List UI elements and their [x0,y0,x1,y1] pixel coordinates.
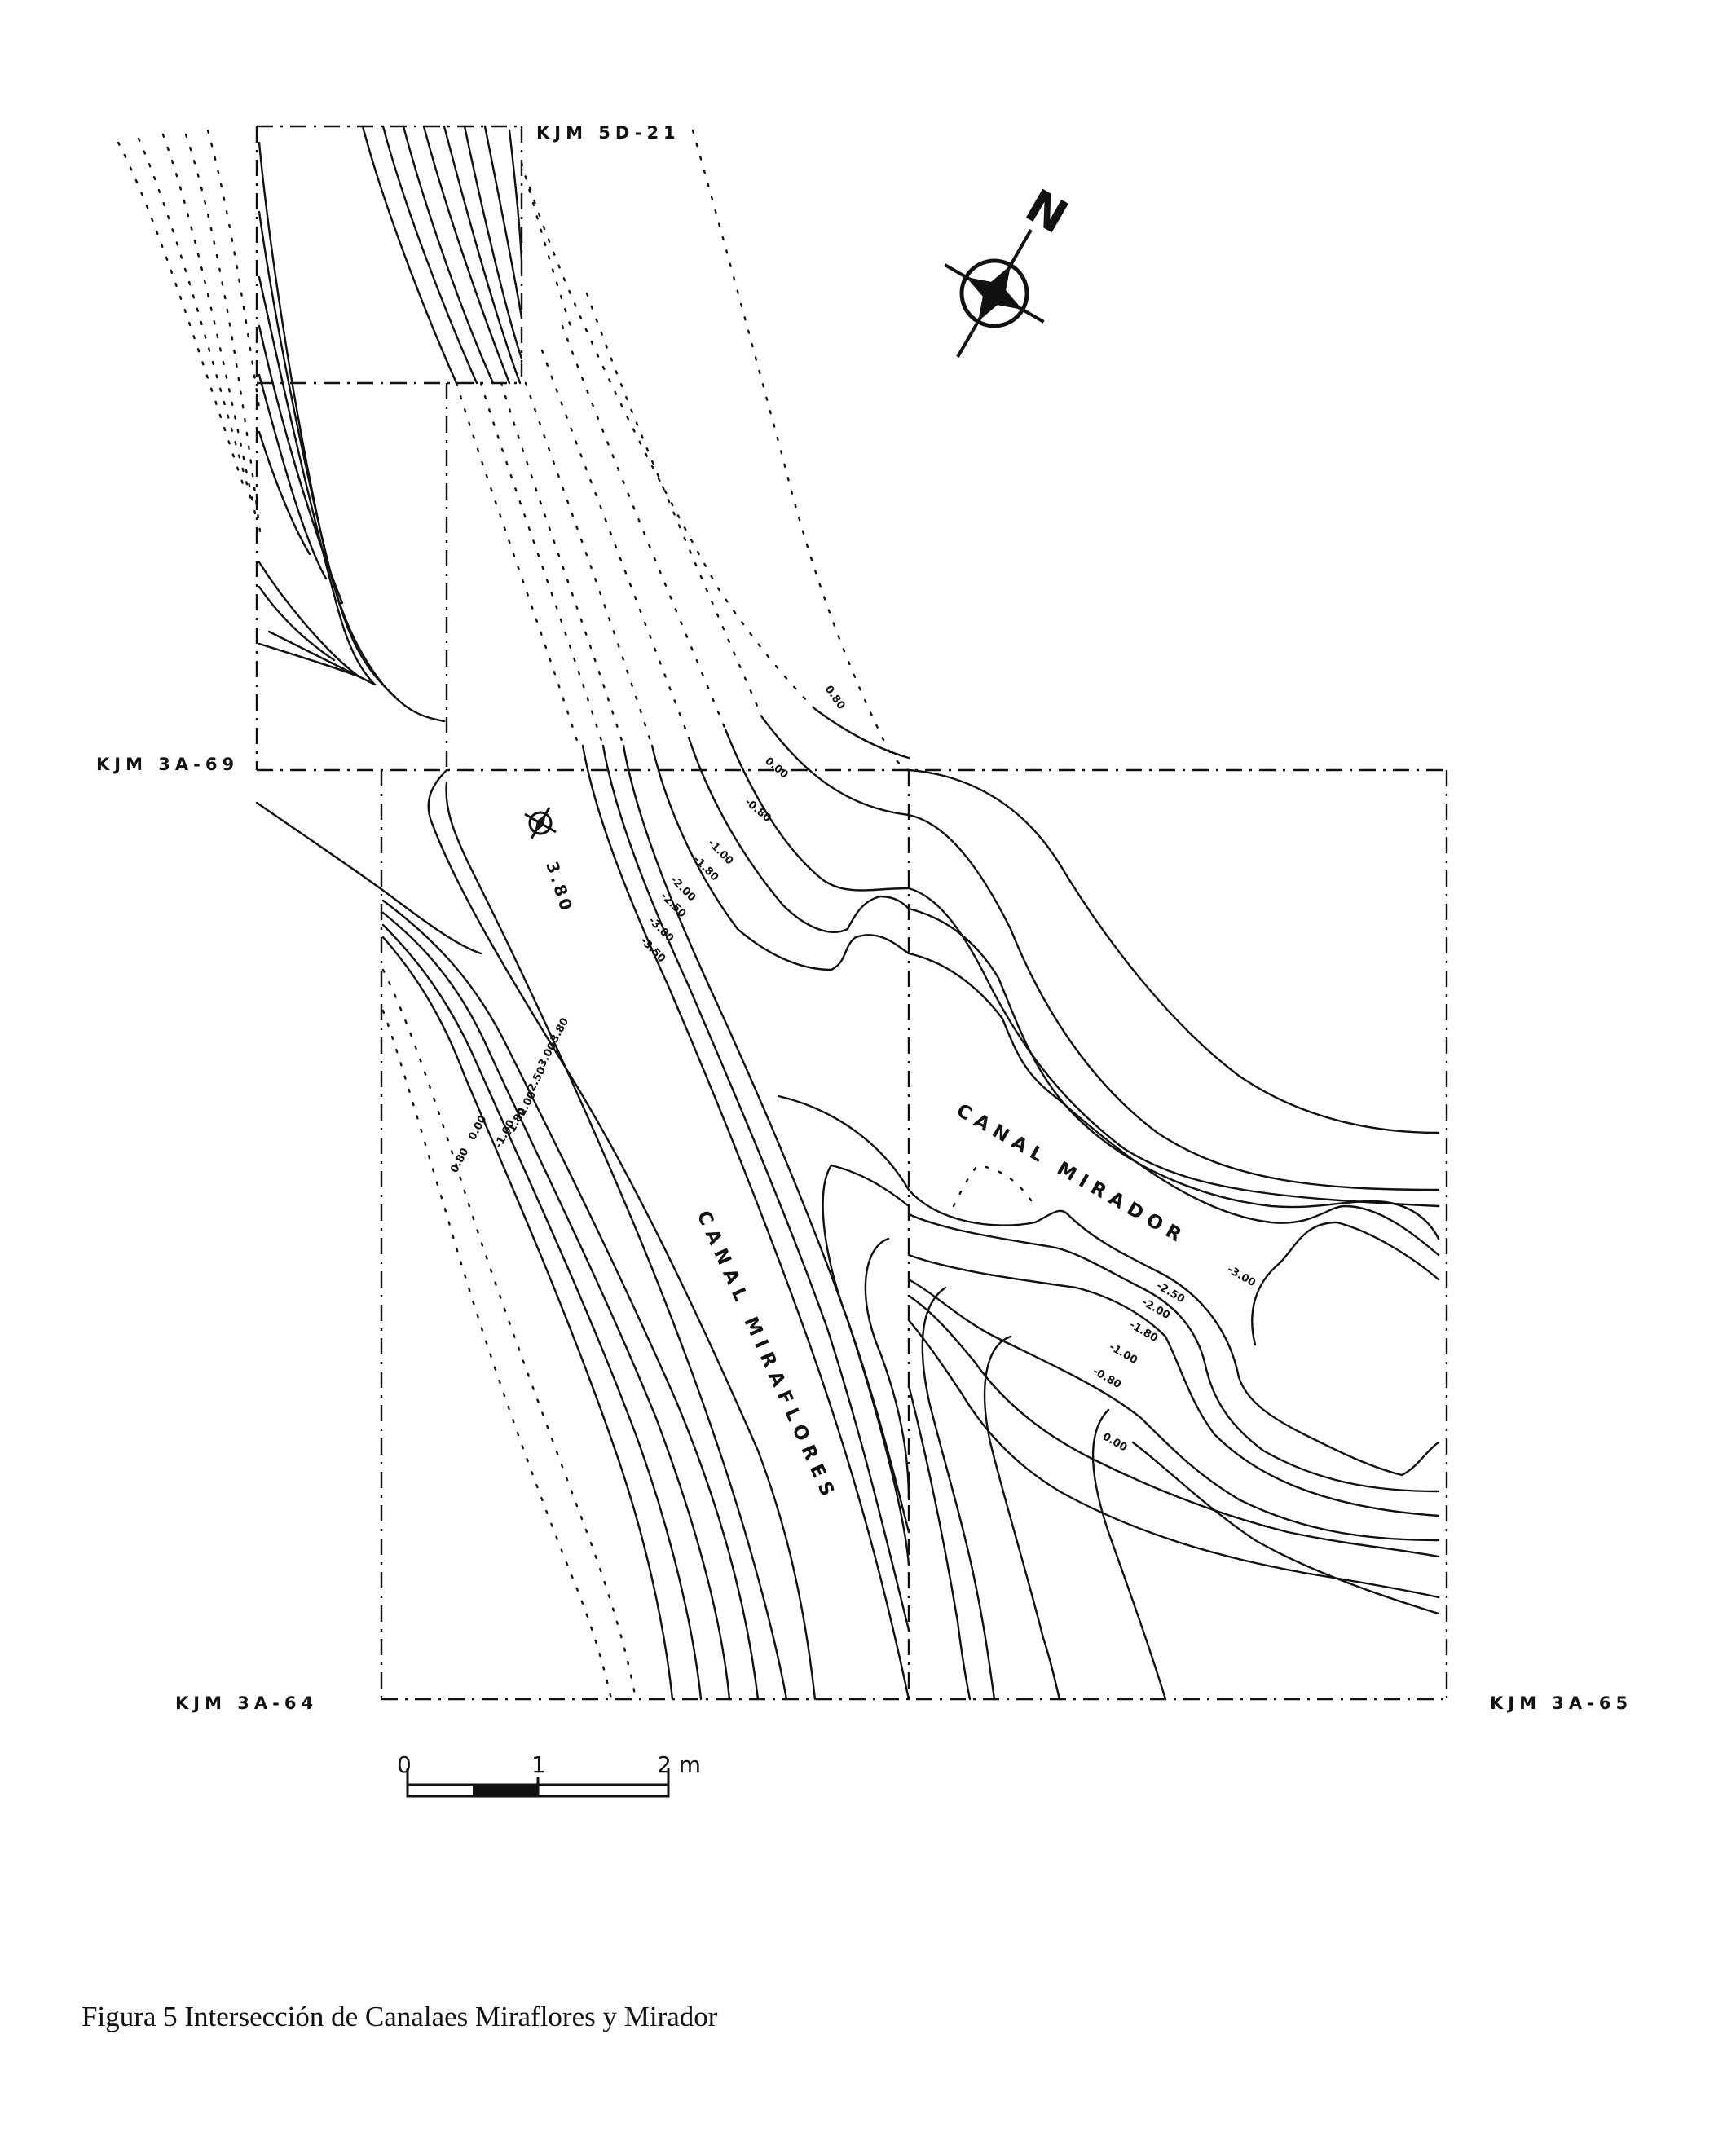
contour-label: -3.00 [1225,1263,1258,1289]
mirador-south-contours [777,1094,1440,1701]
miraflores-east-contours [581,707,910,1701]
upper-left-contours [258,141,446,723]
canal-miraflores-label: CANAL MIRAFLORES [693,1208,841,1505]
scale-tick-0: 0 [397,1751,412,1778]
mirador-contours [907,768,1440,1346]
upper-east-dashed-contours [455,129,910,772]
contour-label: 0.00 [762,755,790,782]
north-label: N [1016,179,1076,244]
figure-caption: Figura 5 Intersección de Canalaes Mirafl… [82,2001,718,2032]
mirador-dotted-detail [952,1164,1037,1208]
spot-elevation-marker-icon [524,807,557,839]
contour-label: -1.00 [1107,1341,1139,1367]
scale-bar: 0 1 2 m [397,1751,701,1798]
contour-label: -1.80 [1127,1319,1160,1345]
station-left-label: KJM 3A-69 [96,755,239,774]
contour-label: -2.50 [1154,1279,1187,1306]
north-arrow-icon: N [944,179,1077,358]
survey-grid [255,125,1448,1701]
contour-labels-mirador: -3.00 -2.50 -2.00 -1.80 -1.00 -0.80 0.00 [1091,1263,1258,1454]
miraflores-west-dashed-contours [381,968,637,1701]
station-top-label: KJM 5D-21 [536,123,681,143]
contour-label: 0.80 [822,684,848,712]
contour-label: -1.00 [705,837,735,867]
scale-tick-2: 2 m [657,1751,701,1778]
station-bottom-right-label: KJM 3A-65 [1490,1693,1632,1713]
contour-label: 0.00 [1100,1430,1129,1454]
scale-tick-1: 1 [531,1751,546,1778]
station-bottom-left-label: KJM 3A-64 [175,1693,318,1713]
upper-box-contours [361,125,523,385]
upper-left-dashed-contours [117,129,262,539]
contour-labels-miraflores-east: 0.80 0.00 -0.80 -1.00 -1.80 -2.00 -2.50 … [637,684,847,966]
spot-elevation-label: 3.80 [542,859,577,916]
miraflores-west-contours [255,768,817,1701]
contour-label: -0.80 [742,796,773,826]
